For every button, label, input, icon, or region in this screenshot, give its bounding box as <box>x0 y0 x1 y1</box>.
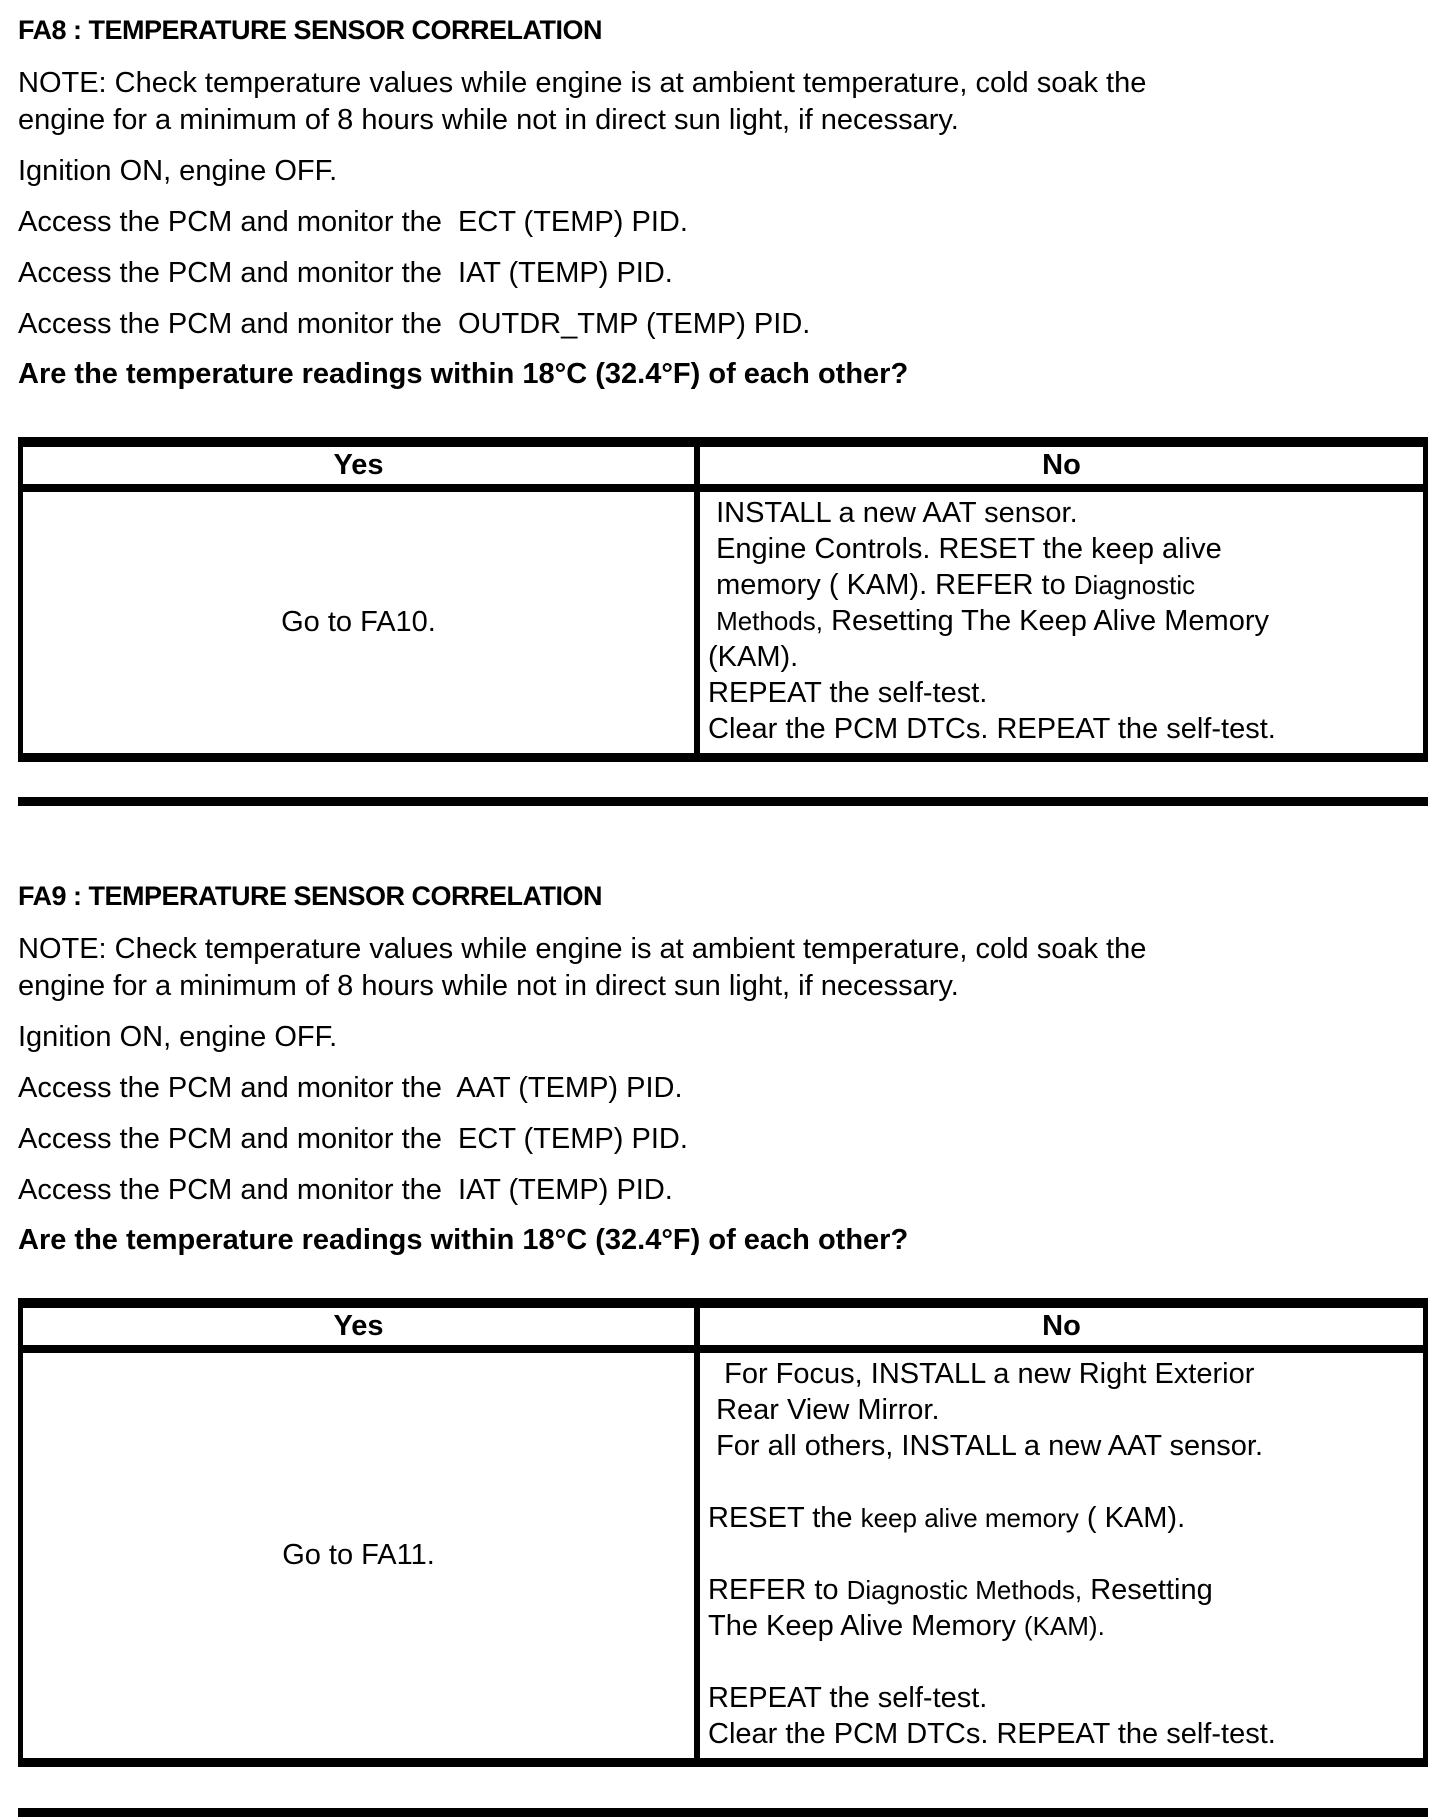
instruction-text: For Focus, INSTALL a new Right Exterior <box>708 1358 1255 1390</box>
instruction-line: REPEAT the self-test. <box>708 675 1419 711</box>
instruction-line: RESET the keep alive memory ( KAM). <box>708 1500 1419 1536</box>
instruction-text: Resetting <box>1082 1574 1213 1606</box>
instruction-line: REPEAT the self-test. <box>708 1680 1419 1716</box>
yes-action-cell: Go to FA10. <box>23 492 700 753</box>
instruction-line <box>708 1464 1419 1500</box>
instruction-text: memory ( KAM). REFER to <box>708 569 1074 601</box>
instruction-line: memory ( KAM). REFER to Diagnostic <box>708 567 1419 603</box>
instruction-text: ( KAM). <box>1078 1502 1186 1534</box>
instruction-line: (KAM). <box>708 639 1419 675</box>
no-instructions-cell: For Focus, INSTALL a new Right Exterior … <box>700 1353 1423 1758</box>
section-title: FA8 : TEMPERATURE SENSOR CORRELATION <box>18 15 603 45</box>
instruction-text: REPEAT the self-test. <box>708 677 988 709</box>
note-paragraph: NOTE: Check temperature values while eng… <box>18 931 1428 1005</box>
instruction-line: Rear View Mirror. <box>708 1392 1419 1428</box>
step-paragraph: Access the PCM and monitor the AAT (TEMP… <box>18 1072 683 1104</box>
instruction-text-condensed: (KAM). <box>1023 1611 1105 1641</box>
instruction-line: REFER to Diagnostic Methods, Resetting <box>708 1572 1419 1608</box>
step-paragraph: Ignition ON, engine OFF. <box>18 155 338 187</box>
instruction-text: The Keep Alive Memory <box>708 1610 1024 1642</box>
question-text: Are the temperature readings within 18°C… <box>18 358 909 390</box>
instruction-text: Engine Controls. RESET the keep alive <box>708 533 1222 565</box>
table-body-row: Go to FA11. For Focus, INSTALL a new Rig… <box>23 1353 1423 1758</box>
instruction-line: For Focus, INSTALL a new Right Exterior <box>708 1356 1419 1392</box>
section-fa9: FA9 : TEMPERATURE SENSOR CORRELATION NOT… <box>18 880 1428 1767</box>
note-line: NOTE: Check temperature values while eng… <box>18 933 1147 965</box>
instruction-text: Resetting The Keep Alive Memory <box>823 605 1269 637</box>
no-column-header: No <box>1042 1310 1081 1342</box>
table-header-row: Yes No <box>23 447 1423 492</box>
step-paragraph: Access the PCM and monitor the IAT (TEMP… <box>18 257 673 289</box>
section-divider <box>18 797 1428 806</box>
instruction-text: RESET the <box>708 1502 861 1534</box>
instruction-text: INSTALL a new AAT sensor. <box>708 497 1078 529</box>
instruction-line <box>708 1644 1419 1680</box>
section-fa8: FA8 : TEMPERATURE SENSOR CORRELATION NOT… <box>18 14 1428 762</box>
table-body-row: Go to FA10. INSTALL a new AAT sensor. En… <box>23 492 1423 753</box>
step-paragraph: Access the PCM and monitor the ECT (TEMP… <box>18 1123 688 1155</box>
section-divider <box>18 1808 1428 1817</box>
note-paragraph: NOTE: Check temperature values while eng… <box>18 65 1428 139</box>
decision-table: Yes No Go to FA11. For Focus, INSTALL a … <box>18 1298 1428 1767</box>
yes-column-header: Yes <box>23 447 700 484</box>
instruction-text: For all others, INSTALL a new AAT sensor… <box>708 1430 1264 1462</box>
instruction-text-condensed: Diagnostic Methods, <box>846 1575 1083 1605</box>
instruction-line: For all others, INSTALL a new AAT sensor… <box>708 1428 1419 1464</box>
note-line: engine for a minimum of 8 hours while no… <box>18 970 959 1002</box>
no-column-header: No <box>1042 449 1081 481</box>
instruction-text: REPEAT the self-test. <box>708 1682 988 1714</box>
question-text: Are the temperature readings within 18°C… <box>18 1224 909 1256</box>
note-line: NOTE: Check temperature values while eng… <box>18 67 1147 99</box>
step-paragraph: Access the PCM and monitor the OUTDR_TMP… <box>18 308 811 340</box>
instruction-line: The Keep Alive Memory (KAM). <box>708 1608 1419 1644</box>
instruction-line: Engine Controls. RESET the keep alive <box>708 531 1419 567</box>
instruction-text-condensed: Methods, <box>716 606 824 636</box>
no-instructions-cell: INSTALL a new AAT sensor. Engine Control… <box>700 492 1423 753</box>
step-paragraph: Access the PCM and monitor the ECT (TEMP… <box>18 206 688 238</box>
instruction-text-condensed: Diagnostic <box>1073 570 1196 600</box>
section-title: FA9 : TEMPERATURE SENSOR CORRELATION <box>18 881 603 911</box>
step-paragraph: Ignition ON, engine OFF. <box>18 1021 338 1053</box>
instruction-text: REFER to <box>708 1574 847 1606</box>
instruction-text <box>708 605 716 637</box>
step-paragraph: Access the PCM and monitor the IAT (TEMP… <box>18 1174 673 1206</box>
instruction-text-condensed: keep alive memory <box>860 1503 1079 1533</box>
decision-table: Yes No Go to FA10. INSTALL a new AAT sen… <box>18 437 1428 762</box>
instruction-text: Clear the PCM DTCs. REPEAT the self-test… <box>708 713 1276 745</box>
yes-column-header: Yes <box>23 1308 700 1345</box>
note-line: engine for a minimum of 8 hours while no… <box>18 104 959 136</box>
instruction-line: Methods, Resetting The Keep Alive Memory <box>708 603 1419 639</box>
table-header-row: Yes No <box>23 1308 1423 1353</box>
instruction-text: Clear the PCM DTCs. REPEAT the self-test… <box>708 1718 1276 1750</box>
instruction-line <box>708 1536 1419 1572</box>
instruction-line: INSTALL a new AAT sensor. <box>708 495 1419 531</box>
instruction-line: Clear the PCM DTCs. REPEAT the self-test… <box>708 711 1419 747</box>
yes-action-cell: Go to FA11. <box>23 1353 700 1758</box>
instruction-line: Clear the PCM DTCs. REPEAT the self-test… <box>708 1716 1419 1752</box>
instruction-text: Rear View Mirror. <box>708 1394 940 1426</box>
instruction-text: (KAM). <box>708 641 799 673</box>
